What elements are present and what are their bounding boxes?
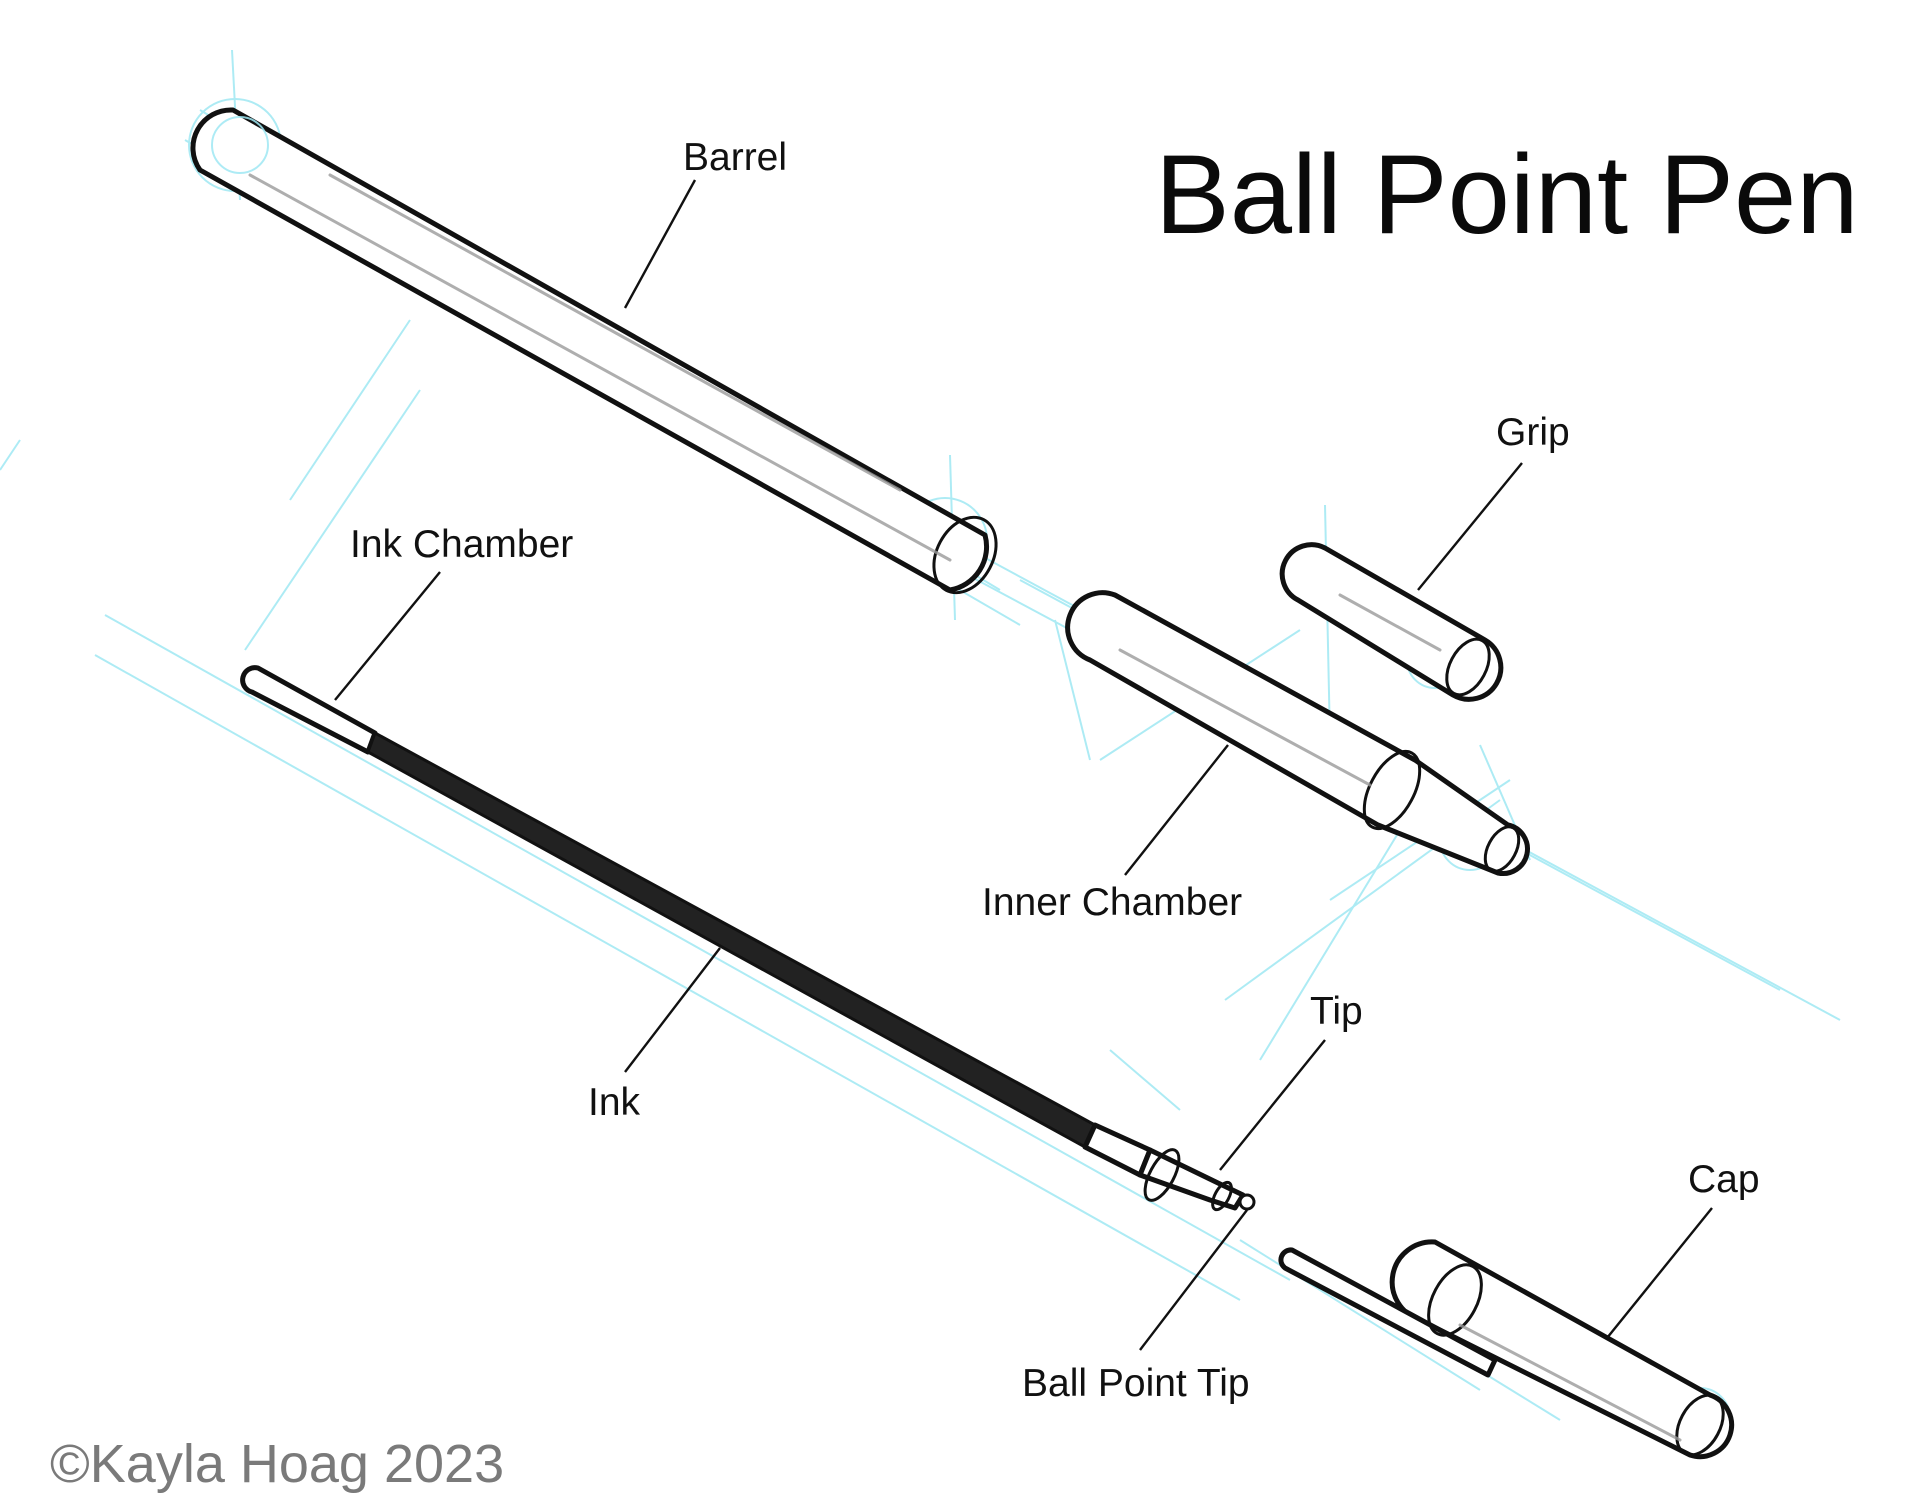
inner-chamber-shape: [1065, 590, 1530, 876]
label-ink-chamber: Ink Chamber: [350, 523, 573, 566]
diagram-title: Ball Point Pen: [1155, 132, 1859, 257]
inner-chamber-leader: [1124, 744, 1229, 876]
construction-sketch-lines: [0, 49, 1841, 1449]
label-tip: Tip: [1310, 990, 1363, 1033]
label-cap: Cap: [1688, 1158, 1760, 1201]
grip-leader: [1417, 462, 1523, 591]
label-ball-point-tip: Ball Point Tip: [1022, 1362, 1250, 1405]
ink-refill-shape: [240, 665, 1256, 1212]
leader-lines: [334, 179, 1713, 1351]
ink-chamber-leader: [334, 571, 441, 701]
label-grip: Grip: [1496, 411, 1570, 454]
copyright-notice: ©Kayla Hoag 2023: [50, 1434, 504, 1494]
ink-body: [366, 730, 1097, 1150]
cap-leader: [1606, 1207, 1713, 1339]
grip-shape: [1279, 542, 1504, 702]
cap-shape: [1278, 1239, 1735, 1460]
label-barrel: Barrel: [683, 136, 787, 179]
barrel-shape: [190, 107, 998, 595]
label-ink: Ink: [588, 1081, 641, 1124]
ink-leader: [624, 947, 721, 1073]
ball-point: [1238, 1193, 1256, 1211]
ball-point-tip-leader: [1139, 1209, 1248, 1351]
label-inner-chamber: Inner Chamber: [982, 881, 1242, 924]
tip-leader: [1219, 1039, 1326, 1171]
barrel-leader: [623, 179, 697, 309]
